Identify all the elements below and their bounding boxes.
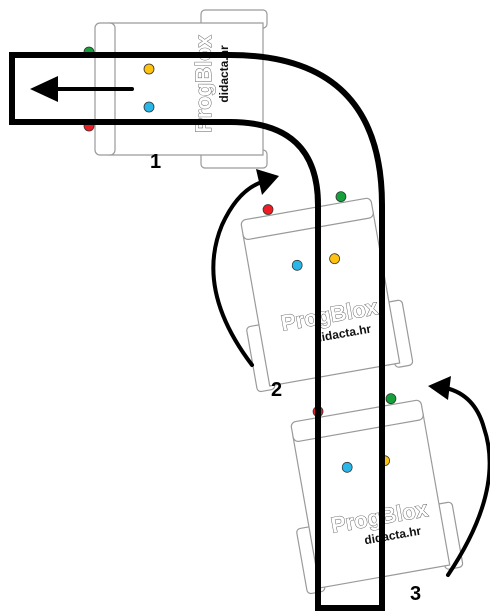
sensor-yellow-dot [143,63,155,75]
sensor-blue-dot [291,259,303,271]
sensor-blue-dot [341,461,353,473]
movement-arrow-2-line [211,180,264,367]
website-text: didacta.hr [217,45,231,103]
sensor-yellow-dot [329,253,341,265]
position-number-2: 2 [271,379,282,401]
track-outline [9,52,385,611]
direction-arrow-head [30,76,58,102]
movement-arrow-2-head [256,169,279,195]
sensor-red-dot [262,204,274,215]
position-number-1: 1 [150,151,161,173]
robot-position-3: ProgBlox didacta.hr [277,393,464,595]
movement-arrow-3-line [444,386,490,577]
brand-logo-text: ProgBlox [191,34,216,133]
position-number-3: 3 [410,583,421,605]
robot-position-1: ProgBlox didacta.hr [83,9,268,169]
sensor-green-dot [385,393,397,405]
robot-position-2: ProgBlox didacta.hr [227,191,414,393]
sensor-blue-dot [143,101,155,113]
movement-arrow-3-head [428,376,451,400]
sensor-green-dot [335,191,347,203]
